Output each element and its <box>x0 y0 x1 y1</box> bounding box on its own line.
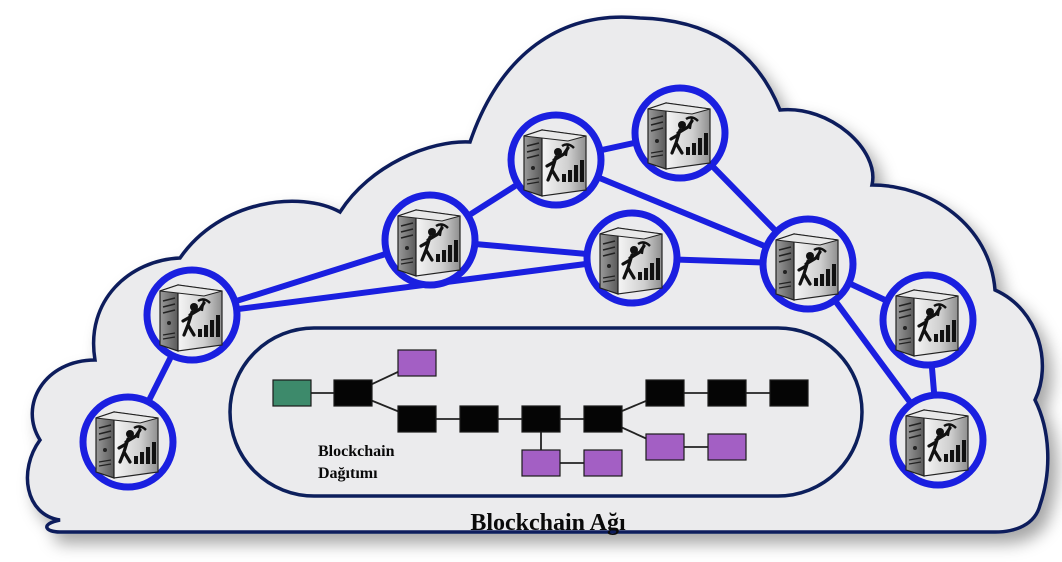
miner-server-icon <box>894 288 960 358</box>
block-genesis <box>272 379 312 407</box>
miner-node <box>79 393 177 491</box>
block-orphan <box>397 349 437 377</box>
miner-node <box>381 191 479 289</box>
block-main <box>769 379 809 407</box>
miner-server-icon <box>396 208 462 278</box>
network-label: Blockchain Ağı <box>470 510 626 536</box>
block-main <box>459 405 499 433</box>
block-main <box>707 379 747 407</box>
block-main <box>333 379 373 407</box>
miner-nodes <box>79 84 987 491</box>
block-orphan <box>645 433 685 461</box>
miner-server-icon <box>158 283 224 353</box>
miner-node <box>889 391 987 489</box>
miner-node <box>507 111 605 209</box>
block-main <box>645 379 685 407</box>
block-orphan <box>583 449 623 477</box>
block-main <box>397 405 437 433</box>
miner-server-icon <box>904 408 970 478</box>
miner-server-icon <box>522 128 588 198</box>
miner-node <box>879 271 977 369</box>
miner-node <box>143 266 241 364</box>
distribution-label-line1: Blockchain <box>318 443 395 460</box>
miner-server-icon <box>598 226 664 296</box>
miner-node <box>759 215 857 313</box>
block-main <box>583 405 623 433</box>
miner-server-icon <box>646 101 712 171</box>
miner-node <box>631 84 729 182</box>
network-link <box>191 255 633 318</box>
miner-server-icon <box>774 232 840 302</box>
blockchain-blocks <box>272 349 809 477</box>
miner-server-icon <box>94 410 160 480</box>
block-orphan <box>521 449 561 477</box>
block-main <box>521 405 561 433</box>
distribution-label-line2: Dağıtımı <box>318 465 378 482</box>
miner-node <box>583 209 681 307</box>
block-orphan <box>707 433 747 461</box>
